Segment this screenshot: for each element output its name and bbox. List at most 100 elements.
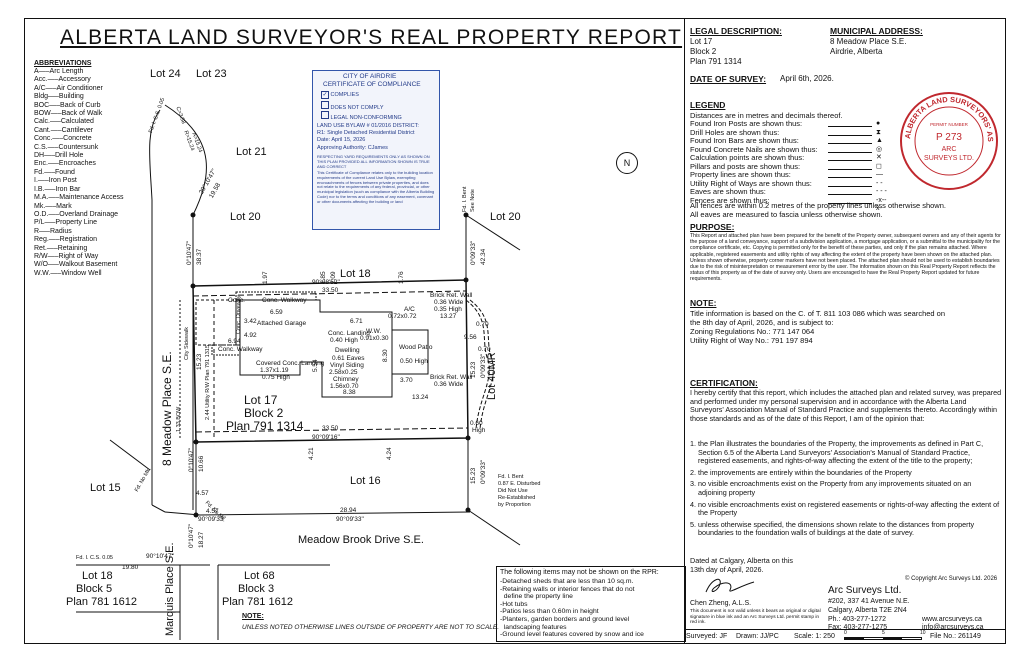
dim-1327: 13.27 xyxy=(440,313,457,320)
municipal-line2: Airdrie, Alberta xyxy=(830,47,883,56)
legend-symbol-icon: ⧗ xyxy=(876,128,881,136)
legal-lot: Lot 17 xyxy=(690,37,713,46)
abbreviation-item: W/O—–Walkout Basement xyxy=(34,261,118,269)
north-arrow: N xyxy=(616,152,638,174)
legend-row: Found Concrete Nails are shown thus:◎ xyxy=(690,145,890,155)
dim-659: 6.59 xyxy=(270,309,283,316)
dim-2894-bearing: 90°09'33" xyxy=(336,516,364,523)
brick-wall-south: Brick Ret. Wall xyxy=(430,374,473,381)
legend-row: Utility Right of Ways are shown thus:- - xyxy=(690,179,890,189)
chimney-dim: 2.58x0.25 xyxy=(329,369,358,376)
note-heading: NOTE: xyxy=(690,298,717,308)
lot-68-label: Lot 68 xyxy=(244,570,275,582)
found-iron-bent-top-note: See Note xyxy=(470,189,476,212)
items-not-shown-item: -Ground level features covered by snow a… xyxy=(500,631,644,639)
block-3-label: Block 3 xyxy=(238,583,275,595)
legend-row-leader xyxy=(828,202,872,204)
found-iron-bent-4: Re-Established xyxy=(498,495,536,501)
items-not-shown-heading: The following items may not be shown on … xyxy=(500,569,659,576)
brick-wall-north: Brick Ret. Wall xyxy=(430,292,473,299)
legend-intro: Distances are in metres and decimals the… xyxy=(690,111,843,120)
dim-197: 1.97 xyxy=(262,271,269,284)
abbreviation-item: Cant.—–Cantilever xyxy=(34,126,94,134)
found-iron-bent-5: by Proportion xyxy=(498,502,531,508)
company-phone: Ph.: 403-277-1272 xyxy=(828,616,886,623)
compliance-subheading: CERTIFICATE OF COMPLIANCE xyxy=(323,81,421,88)
abbreviation-item: R/W—–Right of Way xyxy=(34,252,99,260)
municipal-heading: MUNICIPAL ADDRESS: xyxy=(830,26,923,36)
legal-heading: LEGAL DESCRIPTION: xyxy=(690,26,782,36)
dim-209: 2.09 xyxy=(330,271,337,284)
patio-label: Wood Patio xyxy=(399,344,433,351)
abbreviations-heading: ABBREVIATIONS xyxy=(34,60,92,67)
items-not-shown-item: -Patios less than 0.60m in height xyxy=(500,608,599,616)
bottom-note-heading: NOTE: xyxy=(242,613,264,620)
dim-1324: 13.24 xyxy=(412,394,429,401)
dim-1827-bearing: 0°10'47" xyxy=(188,523,195,548)
certification-item: 2. the improvements are entirely within … xyxy=(690,467,912,477)
meadow-place-label: 8 Meadow Place S.E. xyxy=(160,351,174,466)
dim-694: 6.94 xyxy=(228,338,241,345)
abbreviation-item: Acc.—–Accessory xyxy=(34,76,91,84)
legend-row-leader xyxy=(828,160,872,161)
company-fax: Fax: 403-277-1275 xyxy=(828,624,888,631)
dim-176: 1.76 xyxy=(398,271,405,284)
dim-2894: 28.94 xyxy=(340,507,357,514)
legend-symbol-icon: -x--x- xyxy=(876,196,887,213)
certification-item: 1. the Plan illustrates the boundaries o… xyxy=(690,439,984,466)
dim-top-length: 33.50 xyxy=(322,287,339,294)
abbreviation-item: O.D.—–Overland Drainage xyxy=(34,210,119,218)
legend-row-text: Eaves are shown thus: xyxy=(690,187,766,196)
dim-060-high: High xyxy=(472,427,486,434)
compliance-respecting: RESPECTING YARD REQUIREMENTS ONLY AS SHO… xyxy=(317,154,430,169)
lot-20-east-label: Lot 20 xyxy=(490,211,521,223)
compliance-option-2[interactable]: DOES NOT COMPLY xyxy=(321,101,384,111)
dim-060: 0.60 xyxy=(470,420,483,427)
dim-left-bearing: 0°10'47" xyxy=(186,240,193,265)
legend-row: Property lines are shown thus:— xyxy=(690,170,890,180)
landing-label: Conc. Landing xyxy=(328,330,370,337)
note-line2: the 8th day of April, 2026, and is subje… xyxy=(690,318,834,327)
utility-rw-label: 2.44 Utility R/W Plan 791 1315 xyxy=(205,345,211,420)
driveway-label: Conc. Driveway xyxy=(236,295,242,334)
lot-21-label: Lot 21 xyxy=(236,146,267,158)
compliance-disclaimer: This Certificate of Compliance relates o… xyxy=(317,170,435,204)
ww-label: W.W. xyxy=(366,328,382,335)
found-ics-bottom: Fd. I. C.S. 0.05 xyxy=(76,555,113,561)
found-iron-bent: Fd. I. Bent xyxy=(498,474,524,480)
brick-wall-north-width: 0.36 Wide xyxy=(434,299,464,306)
compliance-option-3[interactable]: LEGAL NON-CONFORMING xyxy=(321,111,402,121)
dim-top-bearing: 90°08'52" xyxy=(312,279,340,286)
lot-18-label: Lot 18 xyxy=(340,268,371,280)
abbreviation-item: I.—–Iron Post xyxy=(34,177,77,185)
lot-16-label: Lot 16 xyxy=(350,475,381,487)
walkway-north xyxy=(235,291,317,301)
company-email[interactable]: info@arcsurveys.ca xyxy=(922,624,984,631)
note-line1: Title information is based on the C. of … xyxy=(690,309,946,318)
surveyor-disclaimer: This document is not valid unless it bea… xyxy=(690,609,821,626)
survey-date-value: April 6th, 2026. xyxy=(780,74,834,83)
items-not-shown-item: landscaping features xyxy=(500,623,567,631)
permit-seal: ALBERTA LAND SURVEYORS' ASSOCIATION PERM… xyxy=(898,90,998,190)
seal-permit-label: PERMIT NUMBER xyxy=(930,122,968,127)
footer-surveyed: Surveyed: JF xyxy=(686,633,728,640)
bottom-note-text: UNLESS NOTED OTHERWISE LINES OUTSIDE OF … xyxy=(242,624,500,631)
dim-671: 6.71 xyxy=(350,318,363,325)
abbreviation-item: Mk.—–Mark xyxy=(34,202,72,210)
chimney-label: Chimney xyxy=(333,376,359,383)
footer-bar: Surveyed: JF Drawn: JJ/PC Scale: 1: 250 … xyxy=(684,629,1006,644)
items-not-shown-item: define the property line xyxy=(500,593,573,601)
abbreviation-item: A/C—–Air Conditioner xyxy=(34,84,103,92)
dim-bottom-length: 33.50 xyxy=(322,425,339,432)
legal-plan: Plan 791 1314 xyxy=(690,57,742,66)
legend-row-text: Property lines are shown thus: xyxy=(690,170,791,179)
company-web[interactable]: www.arcsurveys.ca xyxy=(922,616,982,623)
legend-row-leader xyxy=(828,168,872,170)
legend-symbol-icon: ◎ xyxy=(876,145,883,153)
abbreviation-item: BOW—–Back of Walk xyxy=(34,110,103,118)
compliance-option-1[interactable]: ✓ COMPLIES xyxy=(321,91,359,99)
covered-landing-dim: 1.37x1.19 xyxy=(260,367,289,374)
legend-row: Calculation points are shown thus:✕ xyxy=(690,153,890,163)
legend-rows: Found Iron Posts are shown thus:●Drill H… xyxy=(690,119,890,212)
